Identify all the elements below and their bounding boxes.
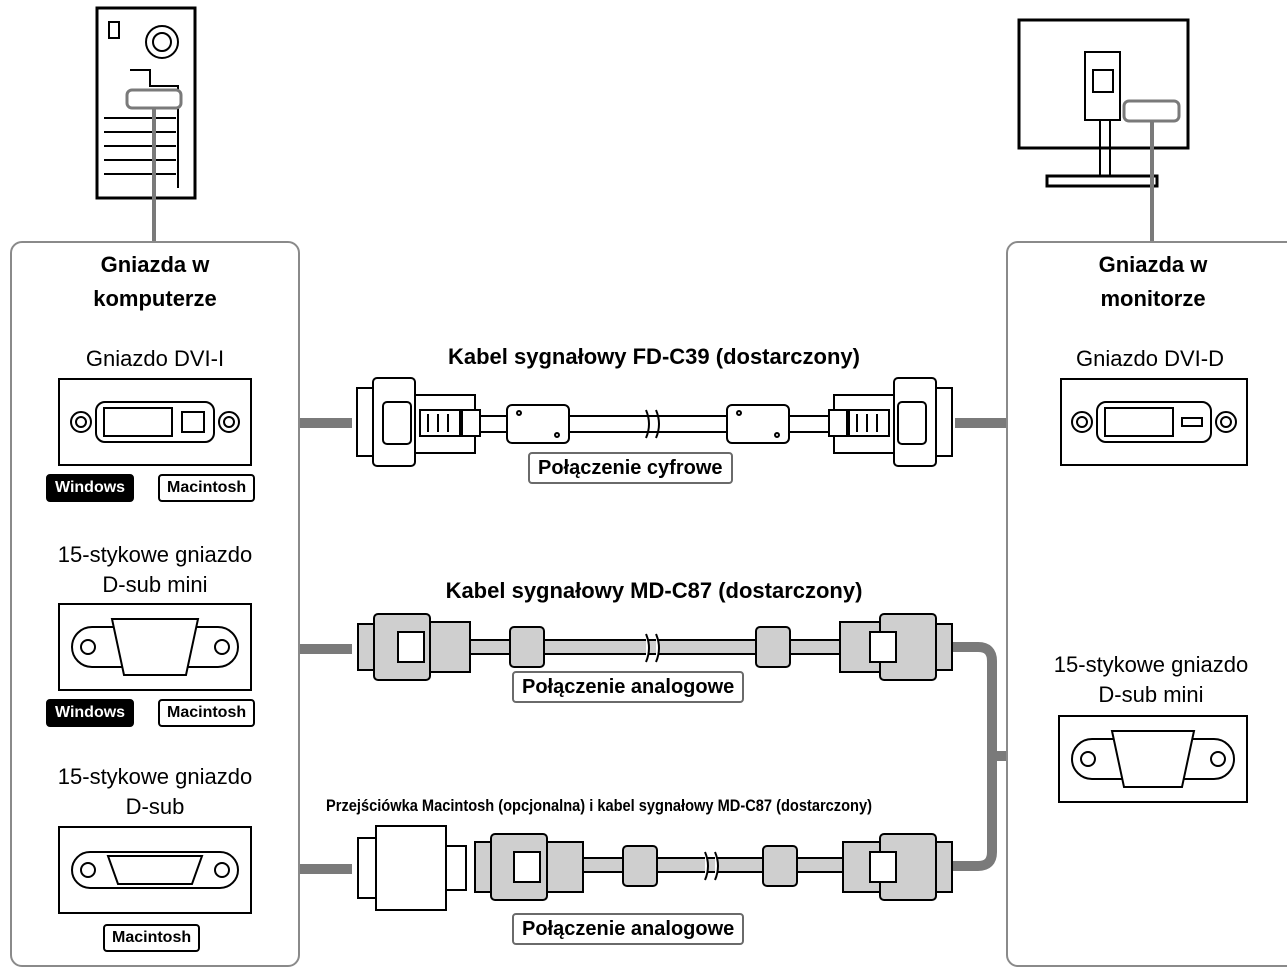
dsub-mini-port-icon <box>71 618 239 676</box>
adapter-connection-label: Połączenie analogowe <box>512 913 745 945</box>
dvi-d-port-icon <box>1071 401 1237 443</box>
dvi-d-port <box>1060 378 1248 466</box>
windows-badge: Windows <box>46 474 135 502</box>
dsub-label-line1: 15-stykowe gniazdo <box>57 764 253 789</box>
monitor-dsub-mini-port-label: 15-stykowe gniazdo D-sub mini <box>1016 650 1286 710</box>
computer-panel-title-line2: komputerze <box>93 286 217 311</box>
analog-cable-2 <box>357 825 953 911</box>
dsub-mini-label-line2: D-sub mini <box>102 572 208 597</box>
windows-badge: Windows <box>46 699 135 727</box>
digital-connection-label: Połączenie cyfrowe <box>528 452 733 484</box>
computer-panel-title-line1: Gniazda w <box>100 252 210 277</box>
dvi-d-port-label: Gniazdo DVI-D <box>1076 346 1224 371</box>
computer-panel-title: Gniazda w komputerze <box>10 248 300 316</box>
dsub-port-icon <box>71 851 239 889</box>
monitor-dsub-mini-label-line2: D-sub mini <box>1098 682 1204 707</box>
monitor-panel-title-line1: Gniazda w <box>1098 252 1208 277</box>
dsub-mini-label-line1: 15-stykowe gniazdo <box>57 542 253 567</box>
monitor-ports-panel <box>1006 241 1287 967</box>
dvi-cable <box>356 377 953 467</box>
adapter-cable-title: Przejściówka Macintosh (opcjonalna) i ka… <box>326 796 872 815</box>
dsub-label-line2: D-sub <box>125 794 185 819</box>
monitor-dsub-mini-port-icon <box>1071 730 1235 788</box>
dsub-mini-port-label: 15-stykowe gniazdo D-sub mini <box>10 540 300 600</box>
dsub-port <box>58 826 252 914</box>
monitor-dsub-mini-port <box>1058 715 1248 803</box>
monitor-panel-title-line2: monitorze <box>1100 286 1206 311</box>
macintosh-badge: Macintosh <box>158 699 256 727</box>
monitor-dsub-mini-label-line1: 15-stykowe gniazdo <box>1053 652 1249 677</box>
dvi-i-port-label: Gniazdo DVI-I <box>85 346 225 371</box>
macintosh-badge: Macintosh <box>158 474 256 502</box>
dvi-i-port <box>58 378 252 466</box>
analog-cable-title: Kabel sygnałowy MD-C87 (dostarczony) <box>445 578 863 603</box>
computer-icon <box>95 6 197 200</box>
digital-cable-title: Kabel sygnałowy FD-C39 (dostarczony) <box>448 344 860 369</box>
analog-connection-label: Połączenie analogowe <box>512 671 745 703</box>
analog-cable-1 <box>357 613 953 681</box>
dsub-mini-port <box>58 603 252 691</box>
monitor-panel-title: Gniazda w monitorze <box>1006 248 1287 316</box>
dvi-i-port-icon <box>70 401 240 443</box>
macintosh-badge: Macintosh <box>103 924 201 952</box>
monitor-icon <box>1017 18 1190 188</box>
dsub-port-label: 15-stykowe gniazdo D-sub <box>10 762 300 822</box>
